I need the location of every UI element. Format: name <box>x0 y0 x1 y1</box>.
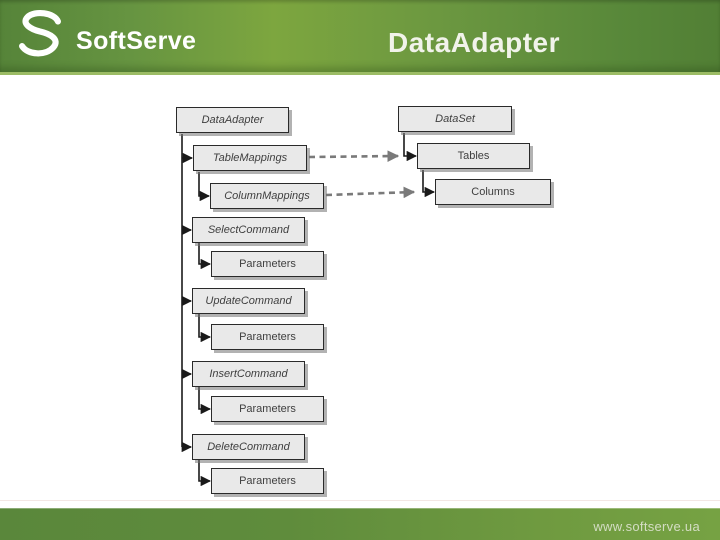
node-delete-parameters: Parameters <box>211 468 324 494</box>
node-tablemappings: TableMappings <box>193 145 307 171</box>
footer-separator-line <box>0 500 720 501</box>
node-columnmappings: ColumnMappings <box>210 183 324 209</box>
footer-bar: www.softserve.ua <box>0 508 720 540</box>
logo-text: SoftServe <box>76 26 197 55</box>
edge-update-parameters <box>198 314 212 343</box>
node-select-parameters: Parameters <box>211 251 324 277</box>
node-deletecommand: DeleteCommand <box>192 434 305 460</box>
dashed-columnmappings-columns <box>325 186 416 199</box>
edge-insert-parameters <box>198 387 212 415</box>
edge-delete-parameters <box>198 460 212 487</box>
slide-title: DataAdapter <box>388 27 560 58</box>
node-insertcommand: InsertCommand <box>192 361 305 387</box>
edge-select-parameters <box>198 243 212 270</box>
dashed-tablemappings-tables <box>308 150 400 162</box>
logo: SoftServe <box>12 6 196 66</box>
softserve-s-icon <box>19 9 61 57</box>
node-selectcommand: SelectCommand <box>192 217 305 243</box>
node-updatecommand: UpdateCommand <box>192 288 305 314</box>
edge-tables-columns <box>422 170 436 198</box>
node-columns: Columns <box>435 179 551 205</box>
node-tables: Tables <box>417 143 530 169</box>
node-update-parameters: Parameters <box>211 324 324 350</box>
footer-url: www.softserve.ua <box>593 519 700 534</box>
node-dataset: DataSet <box>398 106 512 132</box>
node-insert-parameters: Parameters <box>211 396 324 422</box>
node-dataadapter: DataAdapter <box>176 107 289 133</box>
edge-to-columnmappings <box>198 172 211 202</box>
header-bar: SoftServe DataAdapter <box>0 0 720 75</box>
edge-dataset-tables <box>403 133 418 162</box>
